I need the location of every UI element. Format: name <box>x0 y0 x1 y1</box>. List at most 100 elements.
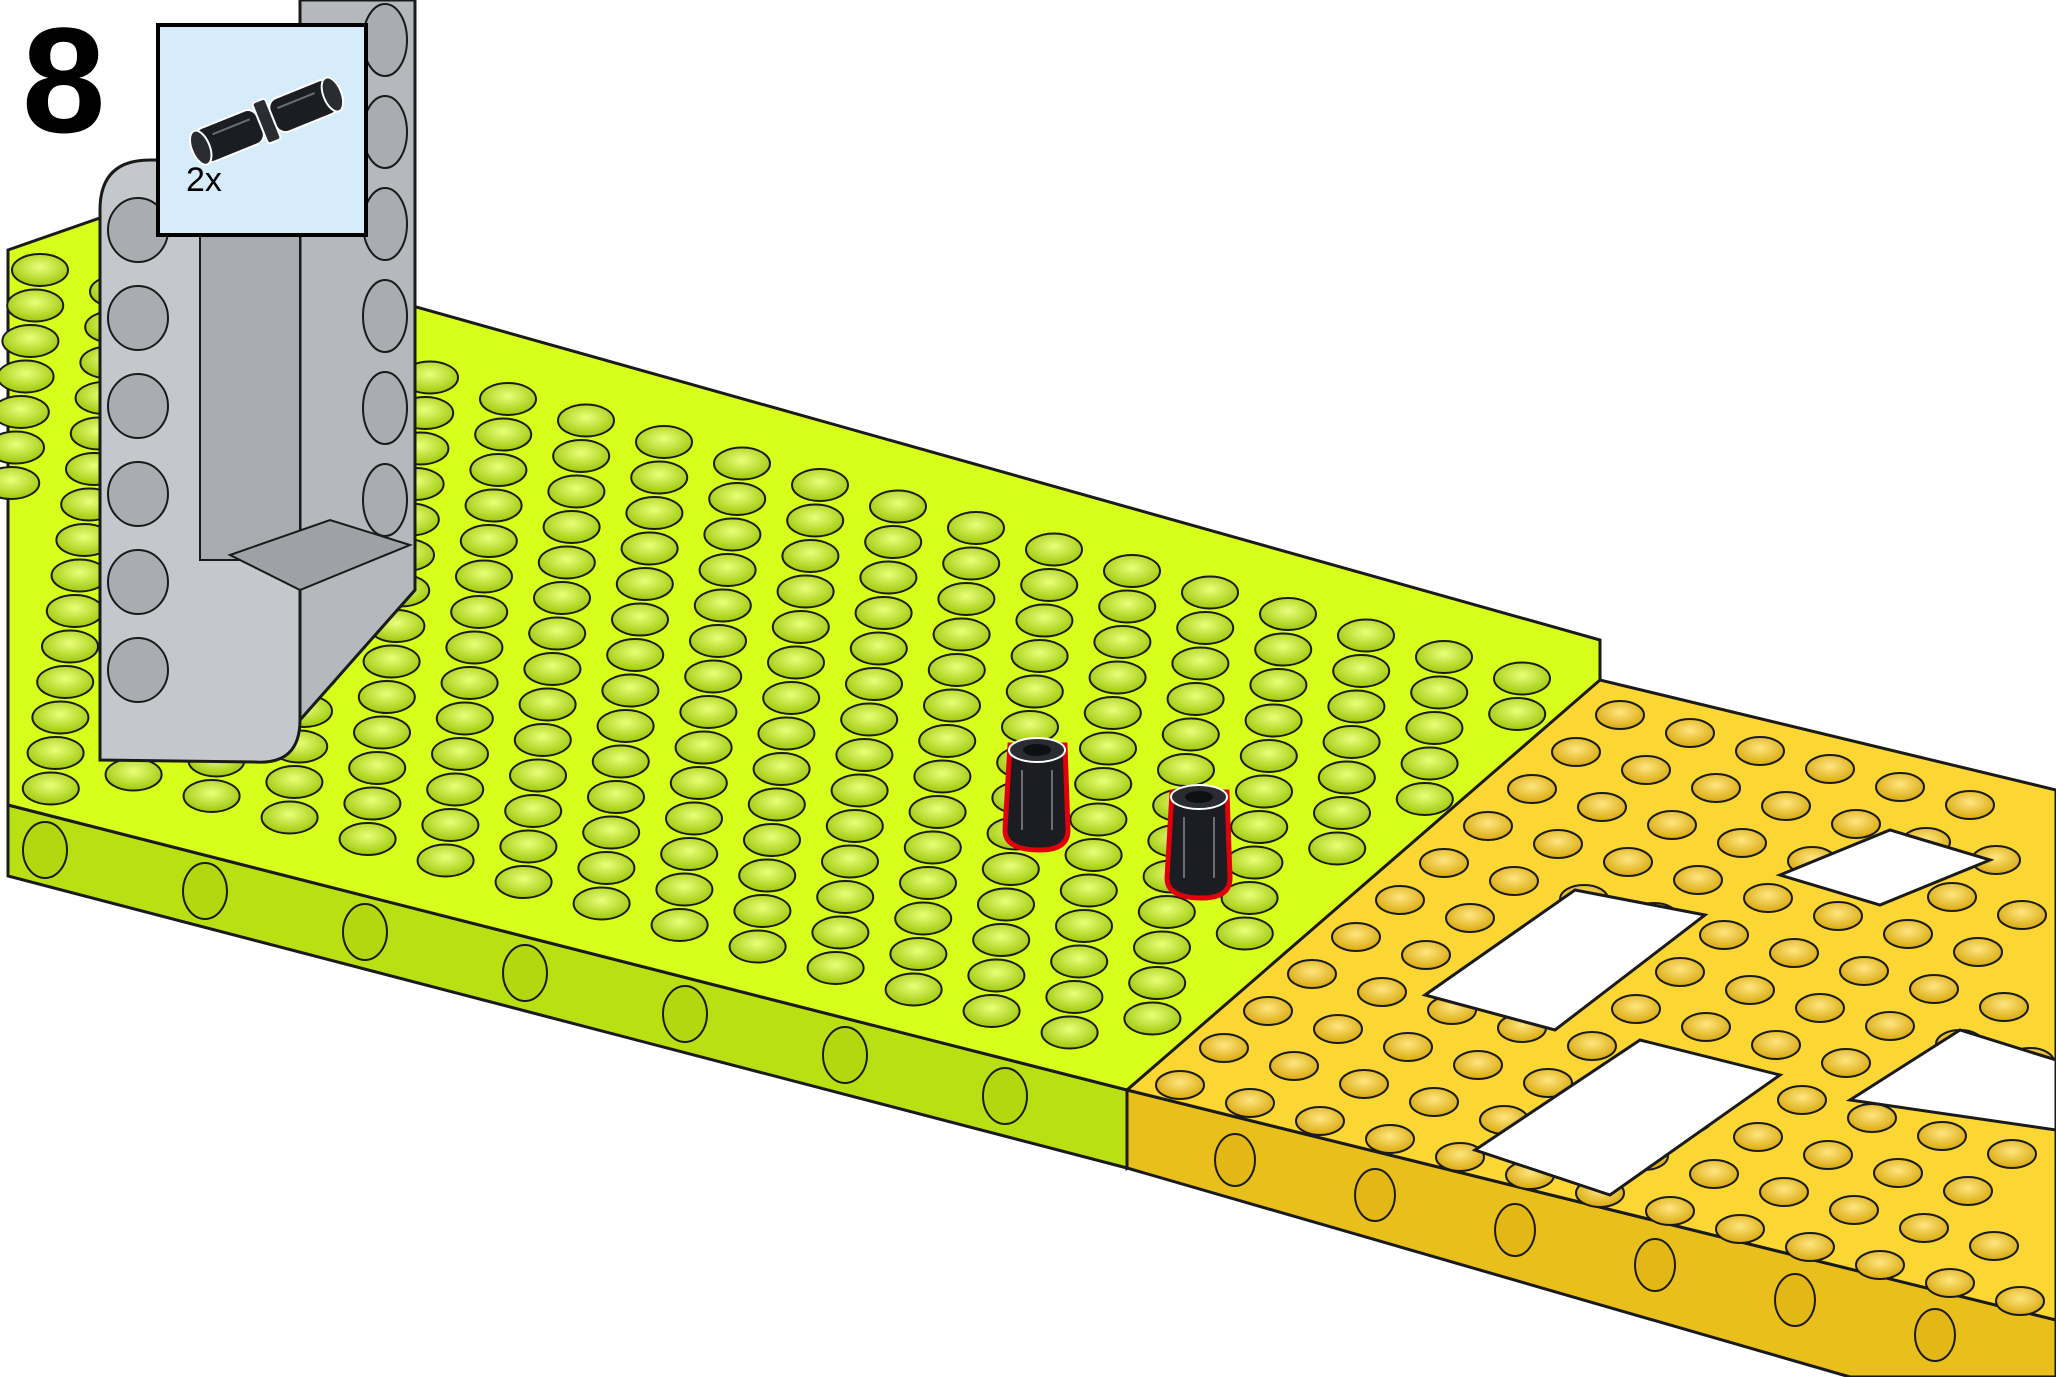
frame-hole <box>1734 1123 1782 1151</box>
frame-hole <box>1332 923 1380 951</box>
frame-hole <box>1744 884 1792 912</box>
plate-hole <box>1104 555 1160 587</box>
plate-hole <box>1338 620 1394 652</box>
plate-hole <box>515 724 571 756</box>
frame-hole <box>1806 755 1854 783</box>
plate-hole <box>1090 662 1146 694</box>
plate-hole <box>846 668 902 700</box>
frame-hole <box>1674 866 1722 894</box>
plate-hole <box>636 426 692 458</box>
plate-hole <box>631 462 687 494</box>
frame-hole <box>1918 1122 1966 1150</box>
plate-hole <box>1139 896 1195 928</box>
plate-hole <box>42 631 98 663</box>
plate-hole <box>1226 847 1282 879</box>
frame-hole <box>1420 849 1468 877</box>
plate-hole <box>905 832 961 864</box>
plate-hole <box>1411 677 1467 709</box>
plate-hole <box>964 995 1020 1027</box>
plate-hole <box>510 760 566 792</box>
plate-hole <box>496 866 552 898</box>
plate-hole <box>1066 839 1122 871</box>
plate-hole <box>1231 811 1287 843</box>
plate-hole <box>106 759 162 791</box>
plate-hole <box>827 810 883 842</box>
frame-hole <box>1900 1214 1948 1242</box>
plate-hole <box>1021 569 1077 601</box>
plate-hole <box>968 960 1024 992</box>
plate-hole <box>836 739 892 771</box>
frame-hole <box>1646 1197 1694 1225</box>
plate-hole <box>1397 783 1453 815</box>
plate-hole <box>583 817 639 849</box>
frame-hole <box>1464 812 1512 840</box>
connector-peg-part-icon <box>160 27 372 167</box>
plate-hole <box>593 746 649 778</box>
plate-hole <box>929 654 985 686</box>
frame-hole <box>1692 774 1740 802</box>
plate-hole <box>451 596 507 628</box>
plate-hole <box>7 290 63 322</box>
plate-hole <box>1494 663 1550 695</box>
plate-hole <box>578 852 634 884</box>
plate-hole <box>418 845 474 877</box>
plate-hole <box>763 682 819 714</box>
plate-hole <box>910 796 966 828</box>
frame-hole <box>1490 867 1538 895</box>
plate-hole <box>442 667 498 699</box>
plate-hole <box>730 931 786 963</box>
frame-hole <box>1604 848 1652 876</box>
plate-hole <box>422 809 478 841</box>
step-number: 8 <box>22 0 105 160</box>
plate-hole <box>1129 967 1185 999</box>
plate-hole <box>12 254 68 286</box>
plate-hole <box>695 590 751 622</box>
frame-hole <box>1288 960 1336 988</box>
plate-hole <box>1333 655 1389 687</box>
frame-hole <box>1814 902 1862 930</box>
frame-hole <box>1752 1031 1800 1059</box>
frame-hole <box>1612 995 1660 1023</box>
plate-hole <box>943 548 999 580</box>
plate-hole <box>534 582 590 614</box>
plate-hole <box>895 903 951 935</box>
beam-hole <box>108 286 168 350</box>
plate-hole <box>1236 776 1292 808</box>
plate-hole <box>822 846 878 878</box>
plate-hole <box>574 888 630 920</box>
plate-hole <box>500 831 556 863</box>
plate-hole <box>1056 910 1112 942</box>
frame-side-hole <box>1915 1309 1955 1361</box>
plate-hole <box>1489 698 1545 730</box>
plate-hole <box>709 483 765 515</box>
plate-hole <box>704 519 760 551</box>
plate-hole <box>612 604 668 636</box>
plate-hole <box>856 597 912 629</box>
frame-hole <box>1596 701 1644 729</box>
plate-hole <box>466 490 522 522</box>
frame-hole <box>1944 1177 1992 1205</box>
frame-hole <box>1358 978 1406 1006</box>
plate-hole <box>617 568 673 600</box>
frame-hole <box>1832 810 1880 838</box>
frame-hole <box>1822 1049 1870 1077</box>
plate-hole <box>266 766 322 798</box>
plate-hole <box>938 583 994 615</box>
plate-hole <box>1416 641 1472 673</box>
plate-hole <box>1061 875 1117 907</box>
frame-hole <box>1534 830 1582 858</box>
plate-hole <box>671 767 727 799</box>
frame-hole <box>1296 1107 1344 1135</box>
frame-hole <box>1690 1160 1738 1188</box>
frame-hole <box>1970 1232 2018 1260</box>
frame-hole <box>1226 1089 1274 1117</box>
plate-hole <box>1080 733 1136 765</box>
frame-hole <box>1666 719 1714 747</box>
plate-hole <box>690 625 746 657</box>
plate-hole <box>1246 705 1302 737</box>
plate-hole <box>622 533 678 565</box>
plate-hole <box>973 924 1029 956</box>
frame-hole <box>1446 904 1494 932</box>
frame-hole <box>1200 1034 1248 1062</box>
plate-hole <box>37 666 93 698</box>
